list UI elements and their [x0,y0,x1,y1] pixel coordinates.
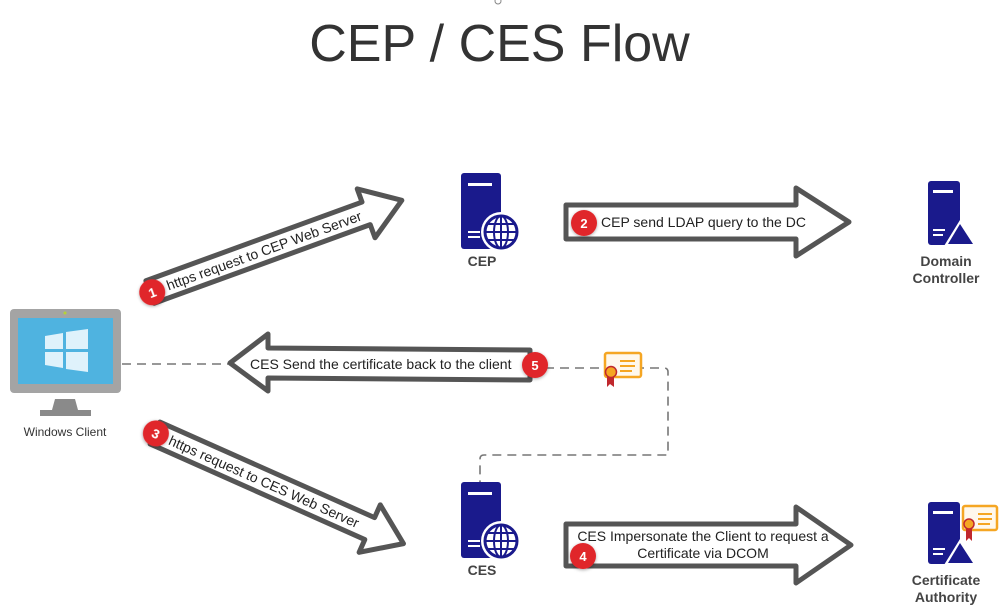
step-2-badge: 2 [571,210,597,236]
domain-controller-node[interactable]: Domain Controller [913,181,980,286]
ces-node[interactable]: CES [461,482,521,578]
windows-client-node[interactable]: Windows Client [10,309,121,439]
cep-label: CEP [468,253,497,269]
step-4-text-line2: Certificate via DCOM [637,545,768,561]
ces-web-server-icon [461,482,521,561]
certificate-authority-label-line1: Certificate [912,572,981,588]
svg-text:1: 1 [146,284,158,301]
step-1-arrow-shape [143,186,405,306]
step-5-text: CES Send the certificate back to the cli… [250,356,512,372]
step-4-arrow-shape [563,504,854,586]
step-1-text: https request to CEP Web Server [164,208,364,294]
windows-monitor-icon [10,309,121,416]
domain-controller-icon [928,181,977,246]
step-4-text-line1: CES Impersonate the Client to request a [577,528,829,544]
certificate-authority-node[interactable]: Certificate Authority [912,502,999,605]
step-2-arrow-shape [563,185,852,259]
step-1-badge: 1 [139,279,166,306]
svg-text:2: 2 [580,216,587,231]
certificate-icon [603,351,643,387]
cep-node[interactable]: CEP [461,173,521,269]
step-5-arrow[interactable]: CES Send the certificate back to the cli… [227,331,548,394]
domain-controller-label-line2: Controller [913,270,980,286]
dashed-connectors [122,363,669,482]
step-1-arrow[interactable]: https request to CEP Web Server 1 [131,176,411,320]
svg-text:4: 4 [579,549,587,564]
svg-text:5: 5 [531,358,538,373]
page-title: CEP / CES Flow [309,15,690,73]
step-3-arrow-shape [147,419,406,555]
certificate-authority-icon [928,502,999,565]
step-3-arrow[interactable]: https request to CES Web Server 3 [133,404,414,567]
ces-label: CES [468,562,497,578]
step-4-arrow[interactable]: CES Impersonate the Client to request a … [563,504,854,586]
step-2-arrow[interactable]: 2 CEP send LDAP query to the DC [563,185,852,259]
ces-to-cert-connector [479,367,669,482]
domain-controller-label-line1: Domain [920,253,971,269]
step-4-badge: 4 [570,543,596,569]
step-3-badge: 3 [142,420,169,447]
top-marker-dot [494,0,502,5]
step-2-text: CEP send LDAP query to the DC [601,214,806,230]
step-5-arrow-shape [227,331,533,394]
windows-client-label: Windows Client [24,425,107,439]
certificate-authority-label-line2: Authority [915,589,977,605]
cep-web-server-icon [461,173,521,252]
step-5-badge: 5 [522,352,548,378]
step-3-text: https request to CES Web Server [166,432,362,531]
